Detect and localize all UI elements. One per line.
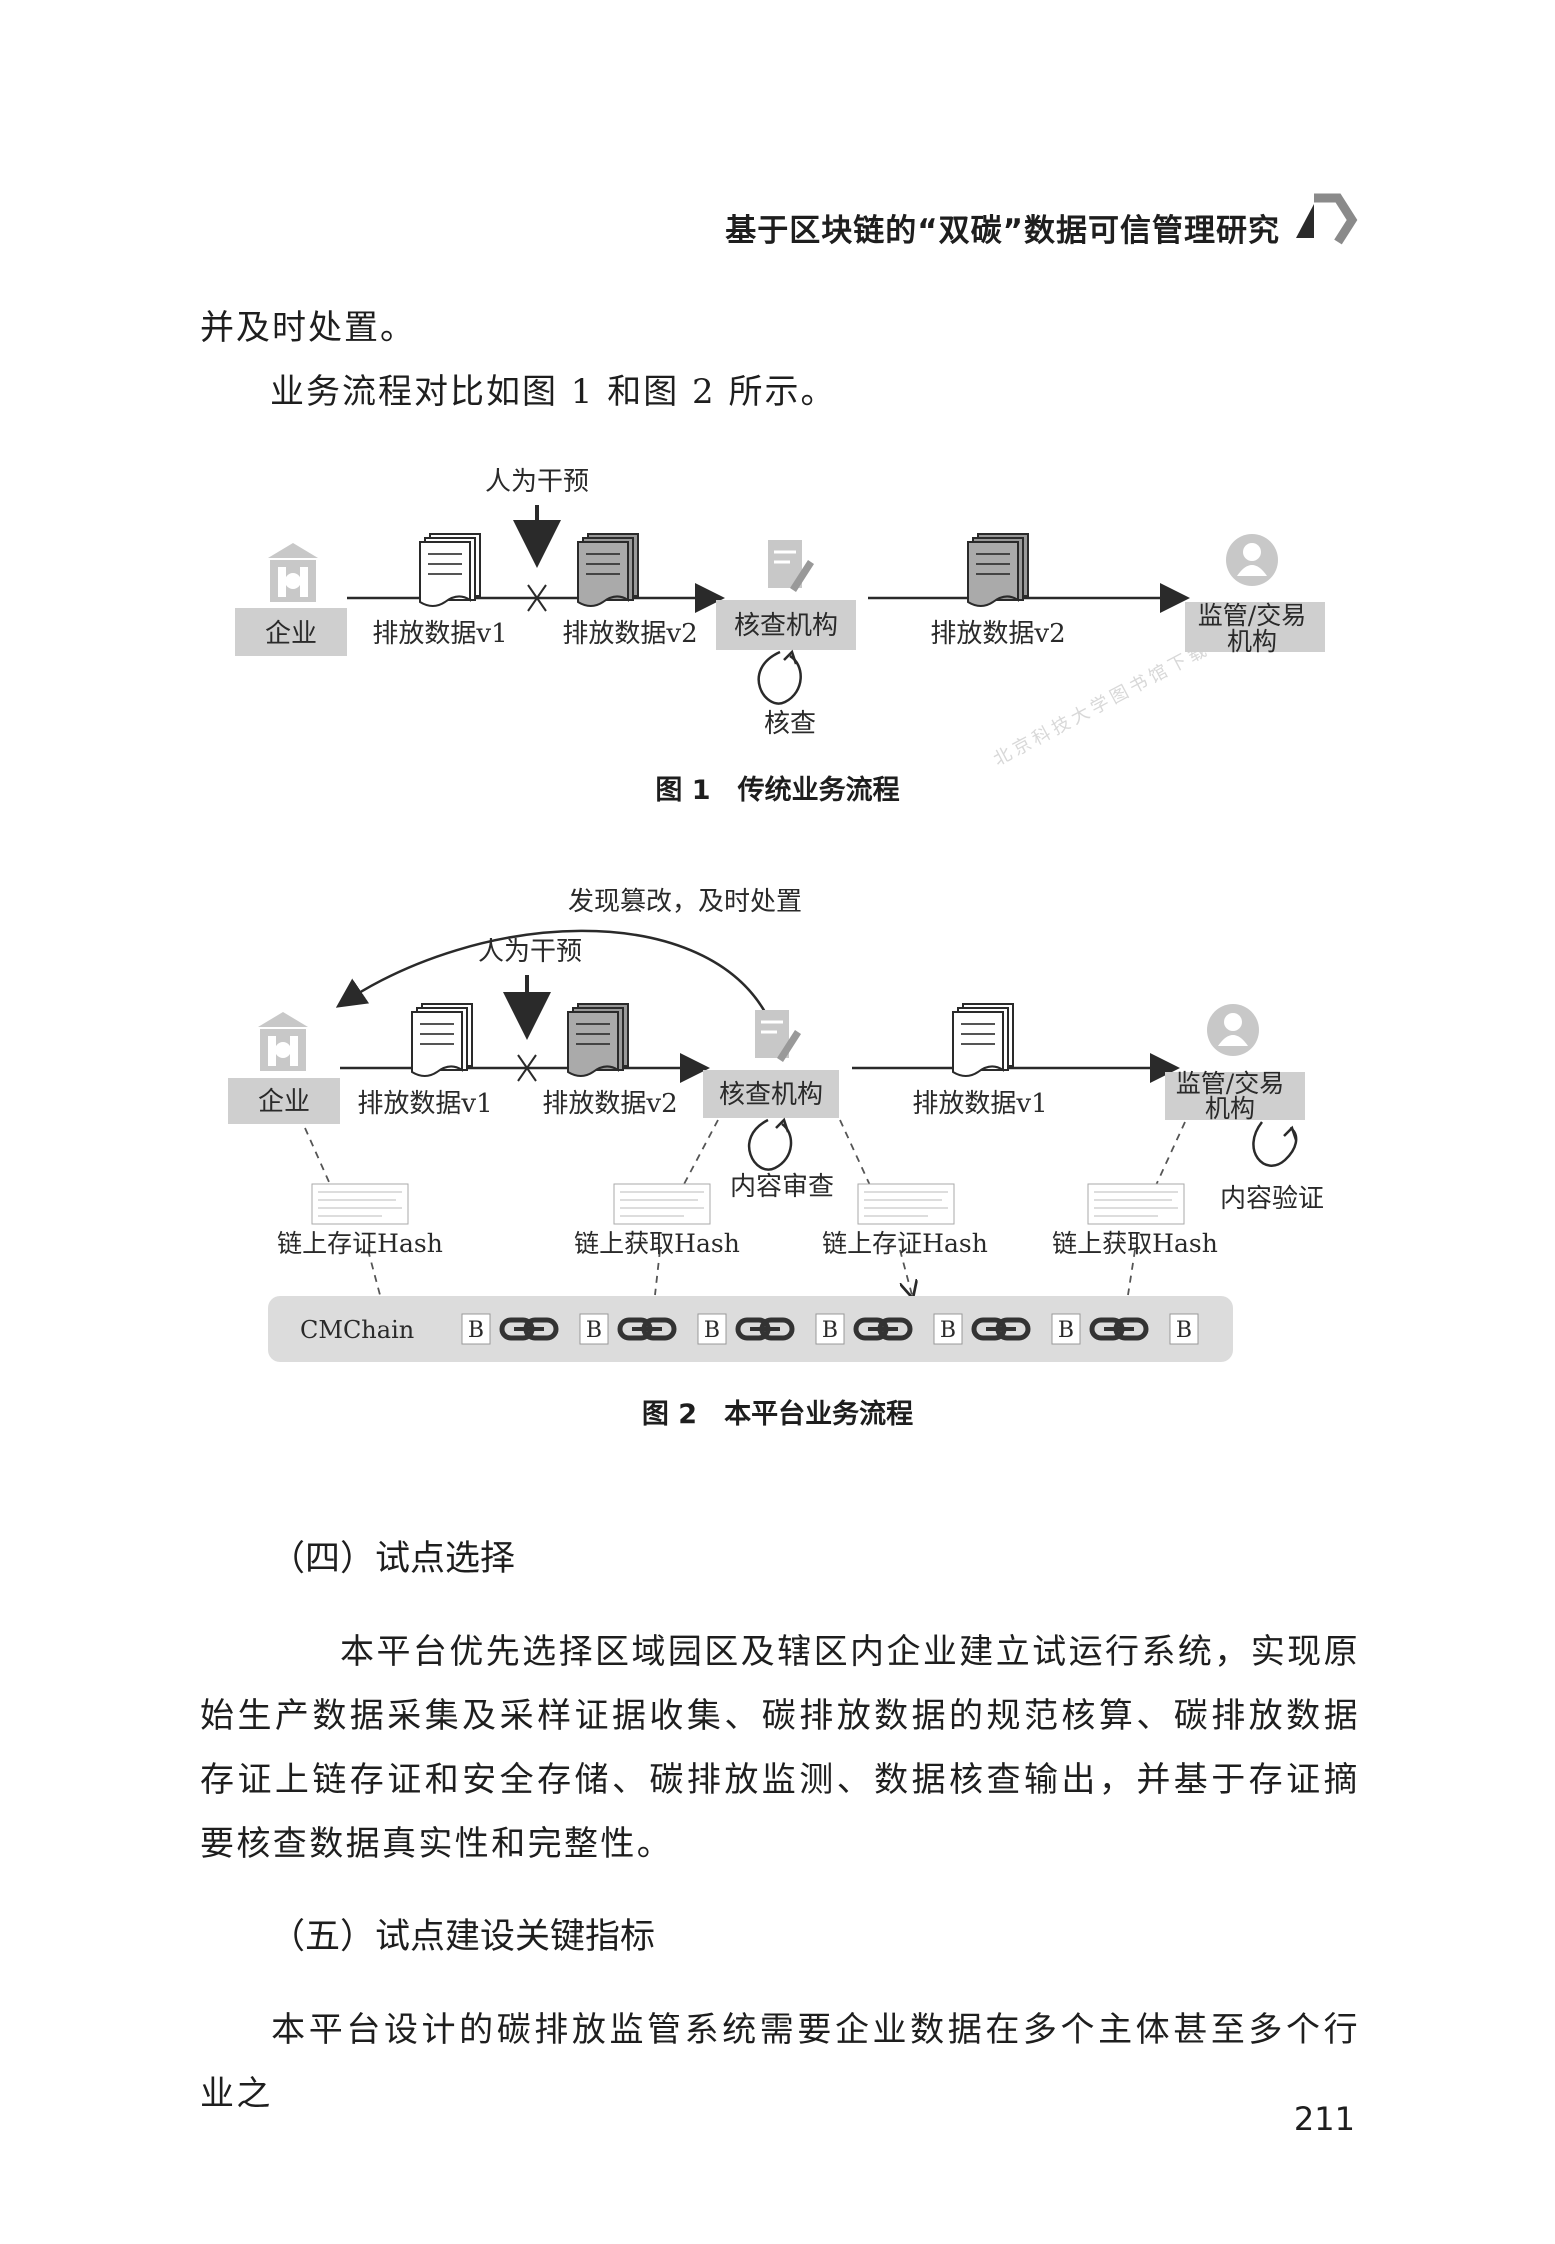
fig2-data-v1: 排放数据v1: [357, 1089, 492, 1119]
fig2-feedback-label: 发现篡改，及时处置: [568, 887, 802, 917]
fig1-data-v1: 排放数据v1: [372, 619, 507, 649]
chain-store-label-1: 链上存证Hash: [277, 1229, 443, 1258]
chain-link-icon: [853, 1317, 913, 1341]
chain-block-label: B: [468, 1318, 484, 1343]
fig2-content-review: 内容审查: [730, 1172, 834, 1202]
chain-block: [461, 1313, 491, 1345]
fig1-verify-loop-label: 核查: [764, 709, 816, 739]
fig1-regulator-line1: 监管/交易: [1198, 601, 1306, 630]
document-v2-icon: [577, 533, 639, 607]
fig2-regulator-line1: 监管/交易: [1176, 1069, 1284, 1098]
chain-block-label: B: [822, 1318, 838, 1343]
chain-block-label: B: [704, 1318, 720, 1343]
section-4-paragraph-text: 本平台优先选择区域园区及辖区内企业建立试运行系统，实现原始生产数据采集及采样证据…: [200, 1632, 1360, 1864]
fig2-enterprise-building-icon: [258, 1012, 308, 1071]
fig2-enterprise-label: 企业: [258, 1087, 310, 1117]
chain-block-label: B: [586, 1318, 602, 1343]
fig2-verifier-pen-icon: [755, 1010, 801, 1062]
chapter-logo-icon: [1292, 190, 1362, 254]
fig1-enterprise-box: [235, 608, 347, 656]
section-5-paragraph: 本平台设计的碳排放监管系统需要企业数据在多个主体甚至多个行业之: [200, 1998, 1360, 2126]
section-5-paragraph-text: 本平台设计的碳排放监管系统需要企业数据在多个主体甚至多个行业之: [200, 2010, 1360, 2114]
chain-store-label-2: 链上存证Hash: [822, 1229, 988, 1258]
fig2-regulator-line2: 机构: [1205, 1094, 1255, 1123]
figure-2-caption: 图 2 本平台业务流程: [641, 1399, 914, 1430]
intro-line-1: 并及时处置。: [200, 308, 416, 348]
fig2-data-v2: 排放数据v2: [542, 1089, 677, 1119]
section-4-heading: （四）试点选择: [270, 1539, 516, 1579]
chain-block-label: B: [940, 1318, 956, 1343]
fig2-verifier-box: [703, 1070, 839, 1118]
chain-block: [697, 1313, 727, 1345]
fig1-regulator-line2: 机构: [1227, 627, 1277, 656]
section-4-paragraph: 本平台优先选择区域园区及辖区内企业建立试运行系统，实现原始生产数据采集及采样证据…: [200, 1620, 1360, 1876]
fig1-enterprise-label: 企业: [265, 619, 317, 649]
figure-1-caption: 图 1 传统业务流程: [655, 775, 900, 806]
chain-block: [579, 1313, 609, 1345]
running-title: 基于区块链的“双碳”数据可信管理研究: [725, 213, 1280, 249]
section-5-heading: （五）试点建设关键指标: [270, 1917, 656, 1957]
fig2-regulator-person-icon: [1207, 1004, 1259, 1056]
figure-1-diagram: 人为干预 企业 排放数据v1 排放数据v2 核查机构: [235, 467, 1325, 739]
chain-get-label-1: 链上获取Hash: [574, 1229, 740, 1258]
cmchain-label: CMChain: [300, 1316, 414, 1344]
fig2-document-v1-icon: [411, 1003, 473, 1077]
intro-line-2: 业务流程对比如图 1 和图 2 所示。: [270, 372, 837, 412]
fig1-data-v2-b: 排放数据v2: [930, 619, 1065, 649]
chain-link-icon: [617, 1317, 677, 1341]
regulator-person-icon: [1226, 534, 1278, 586]
chain-block-label: B: [1058, 1318, 1074, 1343]
hash-record-icon: [613, 1183, 711, 1225]
chain-block: [1169, 1313, 1199, 1345]
fig2-regulator-box: [1165, 1072, 1305, 1120]
hash-record-icon: [311, 1183, 409, 1225]
fig1-intervention-label: 人为干预: [485, 467, 589, 497]
page-number: 211: [1293, 2100, 1355, 2138]
figure-2-diagram: 发现篡改，及时处置 人为干预 企业 排放数据v1 排放数据v2 核查机构: [228, 887, 1324, 1362]
fig1-verifier-box: [716, 600, 856, 650]
document-v2b-icon: [967, 533, 1029, 607]
enterprise-building-icon: [268, 543, 318, 602]
hash-record-icon: [1087, 1183, 1185, 1225]
chain-block: [933, 1313, 963, 1345]
fig2-content-verify: 内容验证: [1220, 1184, 1324, 1214]
chain-link-icon: [1089, 1317, 1149, 1341]
chain-link-icon: [499, 1317, 559, 1341]
verifier-pen-icon: [768, 540, 814, 592]
fig2-data-v1-b: 排放数据v1: [912, 1089, 1047, 1119]
fig1-regulator-box: [1185, 602, 1325, 652]
hash-record-icon: [857, 1183, 955, 1225]
fig2-document-v1b-icon: [952, 1003, 1014, 1077]
fig1-data-v2-a: 排放数据v2: [562, 619, 697, 649]
chain-block: [1051, 1313, 1081, 1345]
document-v1-icon: [419, 533, 481, 607]
chain-link-icon: [971, 1317, 1031, 1341]
fig2-verifier-label: 核查机构: [719, 1080, 823, 1110]
chain-get-label-2: 链上获取Hash: [1052, 1229, 1218, 1258]
chain-block-label: B: [1176, 1318, 1192, 1343]
fig2-document-v2-icon: [567, 1003, 629, 1077]
chain-block: [815, 1313, 845, 1345]
fig2-intervention-label: 人为干预: [478, 937, 582, 967]
chain-link-icon: [735, 1317, 795, 1341]
fig1-verifier-label: 核查机构: [734, 611, 838, 641]
fig2-enterprise-box: [228, 1078, 340, 1124]
